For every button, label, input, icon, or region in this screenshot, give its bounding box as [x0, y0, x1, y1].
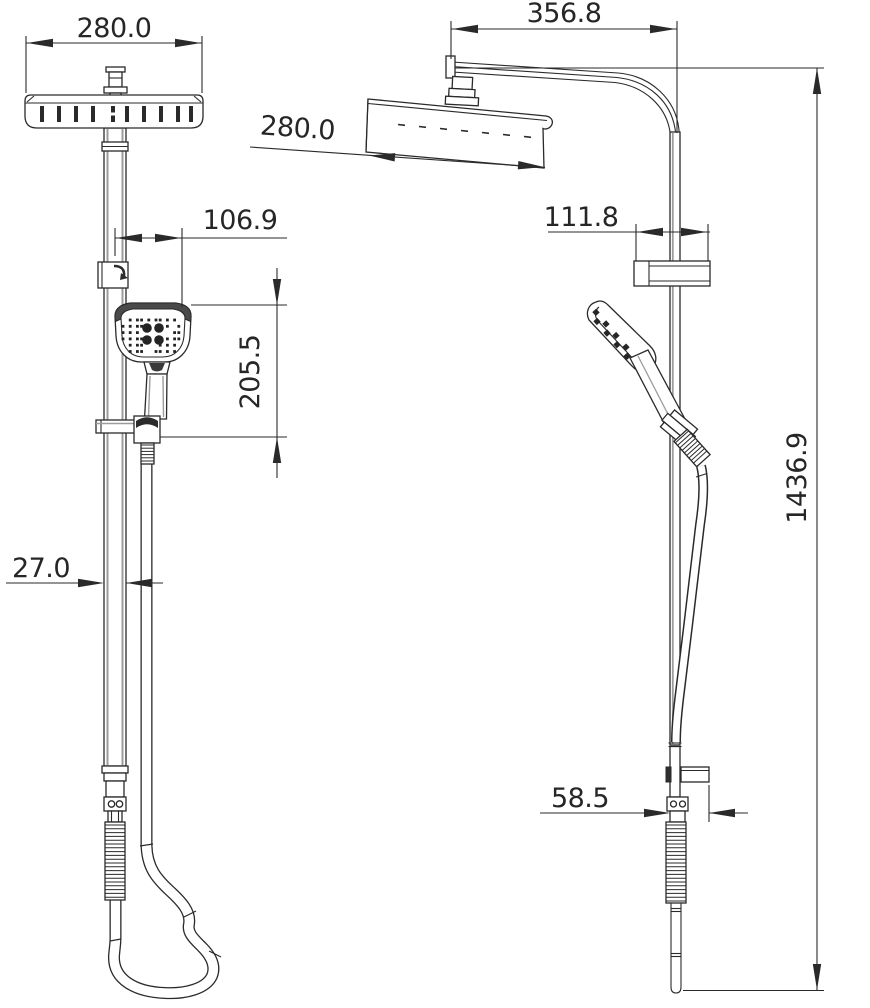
hand-shower-side — [586, 300, 711, 468]
dim-label: 1436.9 — [782, 432, 813, 523]
dim-label: 356.8 — [527, 0, 602, 29]
slider-knob — [95, 419, 137, 434]
dim-front-head-width: 280.0 — [25, 13, 203, 93]
center-spray-cluster — [142, 323, 164, 345]
shelf-side — [633, 260, 711, 287]
spray-nozzle-dots — [121, 318, 181, 353]
side-view — [365, 55, 824, 994]
wall-anchor-tab — [665, 766, 672, 783]
side-head-nozzle-dashes — [397, 123, 532, 139]
dim-front-handshower-offset: 106.9 — [114, 205, 287, 307]
rain-head-front — [24, 66, 204, 129]
neck-notch — [149, 363, 165, 372]
hose-side — [671, 464, 709, 743]
dimensions: 280.0 356.8 280.0 106.9 111.8 — [6, 0, 824, 992]
rain-head-side — [365, 98, 553, 169]
front-view — [24, 66, 222, 1000]
hose-spring-side-hand — [673, 428, 711, 468]
dim-front-handshower-length: 205.5 — [160, 268, 287, 478]
dim-side-head-depth: 280.0 — [249, 110, 546, 169]
hose-front — [108, 464, 222, 1000]
hose-spring-front — [104, 821, 126, 901]
bottom-coupling-side — [665, 796, 689, 994]
riser-pipe-front — [101, 127, 129, 767]
dim-front-pipe-diameter: 27.0 — [6, 553, 163, 584]
dimension-arrowheads — [27, 24, 822, 990]
hose-joint-ticks — [109, 843, 222, 958]
dim-label: 205.5 — [235, 335, 266, 410]
dim-label: 111.8 — [544, 202, 619, 233]
dim-label: 106.9 — [203, 205, 278, 236]
bracket-hook-icon — [120, 273, 128, 280]
bottom-coupling-front — [101, 765, 129, 901]
dim-label: 58.5 — [551, 783, 609, 814]
arm-ball-joint — [444, 75, 480, 107]
dim-label: 27.0 — [12, 553, 70, 584]
dim-side-overall-height: 1436.9 — [683, 68, 824, 992]
dim-label: 280.0 — [259, 110, 336, 146]
dim-label: 280.0 — [77, 13, 152, 44]
head-slats — [40, 106, 193, 122]
arm-wall-cap — [445, 55, 456, 79]
head-connector-front — [103, 66, 128, 97]
dim-side-arm-reach: 356.8 — [450, 0, 678, 133]
slide-rail-holder-front — [95, 415, 161, 465]
clamp-crescent — [136, 417, 158, 428]
gooseneck-arm-side — [444, 55, 681, 143]
slider-bracket-front — [97, 261, 129, 289]
wall-bracket-side — [665, 766, 710, 783]
hand-shower-front — [114, 302, 192, 420]
